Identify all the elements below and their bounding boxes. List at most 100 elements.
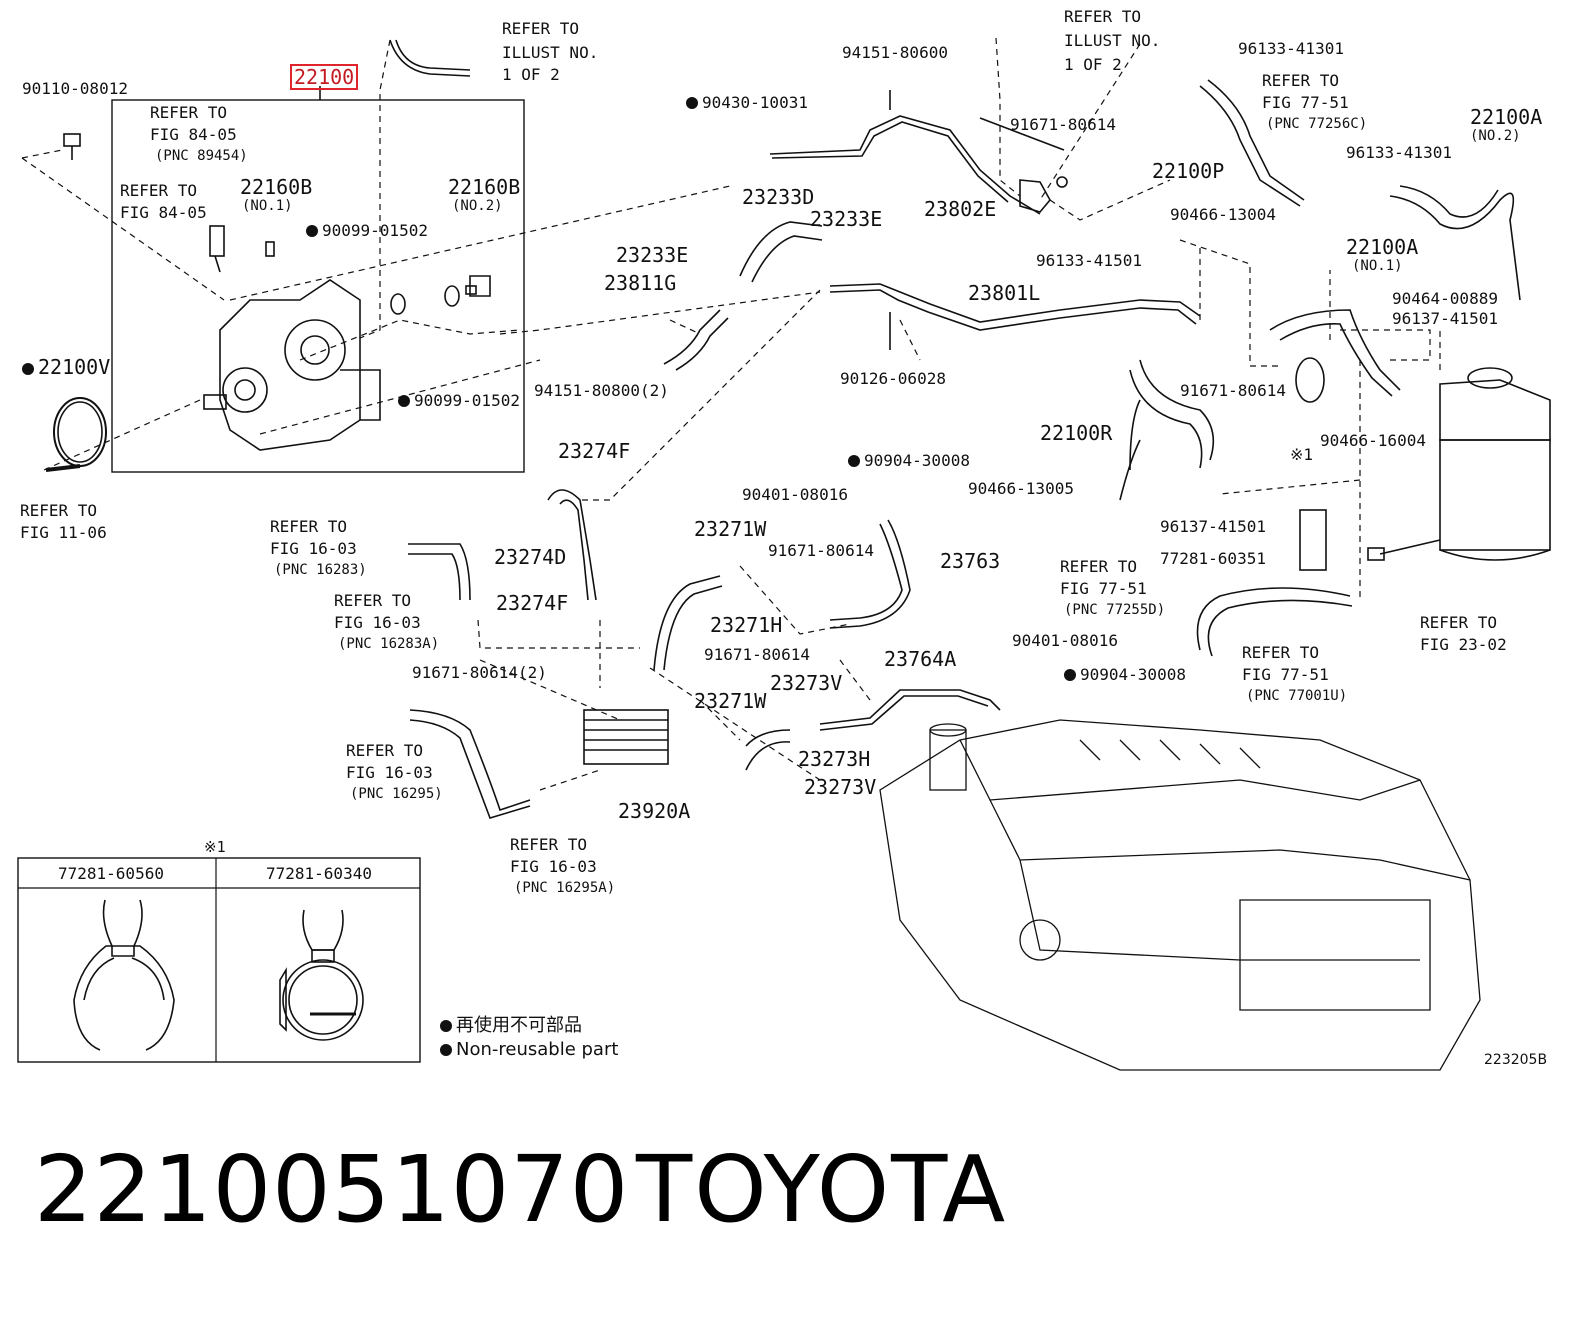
part-label-23274D: 23274D	[494, 545, 567, 569]
part-label-ref-16-03a3: (PNC 16283)	[274, 562, 367, 578]
part-label-23233D: 23233D	[742, 185, 815, 209]
part-label-23273V-b: 23273V	[804, 775, 877, 799]
part-label-90126-06028: 90126-06028	[840, 369, 946, 388]
part-label-90466-13005: 90466-13005	[968, 479, 1074, 498]
part-label-ref-84-05-a1: REFER TO	[150, 103, 228, 122]
part-label-ref-illust-1b: ILLUST NO.	[502, 43, 599, 62]
caption-brand: TOYOTA	[636, 1136, 1008, 1243]
part-label-23273H: 23273H	[798, 747, 871, 771]
part-label-ref-77-51c3: (PNC 77001U)	[1246, 688, 1348, 704]
part-label-ref-11-06a: REFER TO	[20, 501, 98, 520]
part-label-ref-16-03c1: REFER TO	[346, 741, 424, 760]
part-label-90466-13004: 90466-13004	[1170, 205, 1276, 224]
part-label-91671-80614c: 91671-80614	[768, 541, 874, 560]
part-label-ref-77-51b2: FIG 77-51	[1060, 579, 1147, 598]
part-label-90466-16004: 90466-16004	[1320, 431, 1426, 450]
clip-table-col1: 77281-60560	[58, 864, 164, 883]
part-label-91671-80614b: 91671-80614	[1180, 381, 1286, 400]
part-label-90401-08016b: 90401-08016	[1012, 631, 1118, 650]
part-label-22100A-2: 22100A	[1470, 105, 1543, 129]
part-label-94151-80600: 94151-80600	[842, 43, 948, 62]
non-reusable-dot-icon	[1064, 669, 1076, 681]
part-label-ref-84-05-b1: REFER TO	[120, 181, 198, 200]
part-label-22100A-1n: (NO.1)	[1352, 258, 1403, 274]
part-label-23271W-a: 23271W	[694, 517, 767, 541]
part-label-22100A-2n: (NO.2)	[1470, 128, 1521, 144]
part-label-mark-1: ※1	[1290, 445, 1314, 464]
non-reusable-dot-icon	[22, 363, 34, 375]
part-label-ref-illust-2a: REFER TO	[1064, 7, 1142, 26]
part-label-ref-16-03a1: REFER TO	[270, 517, 348, 536]
part-label-ref-16-03d1: REFER TO	[510, 835, 588, 854]
part-label-22100: 22100	[290, 64, 359, 90]
part-label-90401-08016a: 90401-08016	[742, 485, 848, 504]
part-label-ref-84-05-a2: FIG 84-05	[150, 125, 237, 144]
part-label-ref-16-03c3: (PNC 16295)	[350, 786, 443, 802]
part-label-ref-23-02a: REFER TO	[1420, 613, 1498, 632]
part-label-ref-77-51a3: (PNC 77256C)	[1266, 116, 1368, 132]
part-label-23801L: 23801L	[968, 281, 1041, 305]
part-label-90904-30008a: 90904-30008	[848, 452, 970, 470]
clip-77281-60560-illustration	[73, 899, 175, 1051]
part-label-ref-illust-1a: REFER TO	[502, 19, 580, 38]
part-label-23271W-b: 23271W	[694, 689, 767, 713]
part-label-22100R: 22100R	[1040, 421, 1113, 445]
part-label-90099-01502a: 90099-01502	[306, 222, 428, 240]
part-label-ref-16-03d2: FIG 16-03	[510, 857, 597, 876]
part-label-23920A: 23920A	[618, 799, 691, 823]
fuel-pump-illustration	[203, 225, 491, 451]
part-label-ref-16-03c2: FIG 16-03	[346, 763, 433, 782]
part-label-23764A: 23764A	[884, 647, 957, 671]
part-label-23273V-a: 23273V	[770, 671, 843, 695]
non-reusable-dot-icon	[306, 225, 318, 237]
bullet-icon	[440, 1044, 452, 1056]
part-label-ref-16-03a2: FIG 16-03	[270, 539, 357, 558]
part-label-90430-10031: 90430-10031	[686, 94, 808, 112]
part-label-96133-41301b: 96133-41301	[1346, 143, 1452, 162]
part-label-23233E-a: 23233E	[810, 207, 883, 231]
part-label-22100A-1: 22100A	[1346, 235, 1419, 259]
part-label-ref-illust-2c: 1 OF 2	[1064, 55, 1122, 74]
part-label-ref-77-51a1: REFER TO	[1262, 71, 1340, 90]
part-label-96133-41501: 96133-41501	[1036, 251, 1142, 270]
part-label-96137-41501a: 96137-41501	[1392, 309, 1498, 328]
part-label-ref-84-05-b2: FIG 84-05	[120, 203, 207, 222]
caption-part-number: 2210051070	[34, 1136, 630, 1243]
non-reusable-dot-icon	[398, 395, 410, 407]
part-label-23811G: 23811G	[604, 271, 677, 295]
part-label-22100V: 22100V	[22, 356, 110, 378]
part-label-22160B-2n: (NO.2)	[452, 198, 503, 214]
part-label-91671-80614a: 91671-80614	[1010, 115, 1116, 134]
non-reusable-dot-icon	[686, 97, 698, 109]
part-label-22160B-2: 22160B	[448, 175, 521, 199]
part-label-ref-illust-2b: ILLUST NO.	[1064, 31, 1161, 50]
part-label-ref-16-03d3: (PNC 16295A)	[514, 880, 616, 896]
part-label-23271H: 23271H	[710, 613, 783, 637]
legend-line-jp: 再使用不可部品	[440, 1014, 582, 1038]
part-label-90110-08012: 90110-08012	[22, 79, 128, 98]
part-label-96133-41301a: 96133-41301	[1238, 39, 1344, 58]
part-label-ref-77-51c2: FIG 77-51	[1242, 665, 1329, 684]
part-label-ref-77-51b1: REFER TO	[1060, 557, 1138, 576]
part-label-22160B-1n: (NO.1)	[242, 198, 293, 214]
part-label-23233E-b: 23233E	[616, 243, 689, 267]
part-label-ref-77-51c1: REFER TO	[1242, 643, 1320, 662]
part-label-ref-23-02b: FIG 23-02	[1420, 635, 1507, 654]
part-label-22160B-1: 22160B	[240, 175, 313, 199]
part-label-91671-80614d: 91671-80614	[704, 645, 810, 664]
legend-line-en: Non-reusable part	[440, 1038, 618, 1062]
part-label-ref-11-06b: FIG 11-06	[20, 523, 107, 542]
part-label-90099-01502b: 90099-01502	[398, 392, 520, 410]
bullet-icon	[440, 1020, 452, 1032]
part-label-ref-84-05-a3: (PNC 89454)	[155, 148, 248, 164]
part-label-ref-illust-1c: 1 OF 2	[502, 65, 560, 84]
clip-77281-60340-illustration	[279, 909, 364, 1041]
clip-table-mark: ※1	[204, 838, 226, 856]
part-label-23763: 23763	[940, 549, 1001, 573]
part-label-96137-41501b: 96137-41501	[1160, 517, 1266, 536]
part-label-23274F-a: 23274F	[558, 439, 631, 463]
part-label-91671-80614e: 91671-80614(2)	[412, 663, 547, 682]
part-label-ref-16-03b1: REFER TO	[334, 591, 412, 610]
part-label-22100P: 22100P	[1152, 159, 1225, 183]
